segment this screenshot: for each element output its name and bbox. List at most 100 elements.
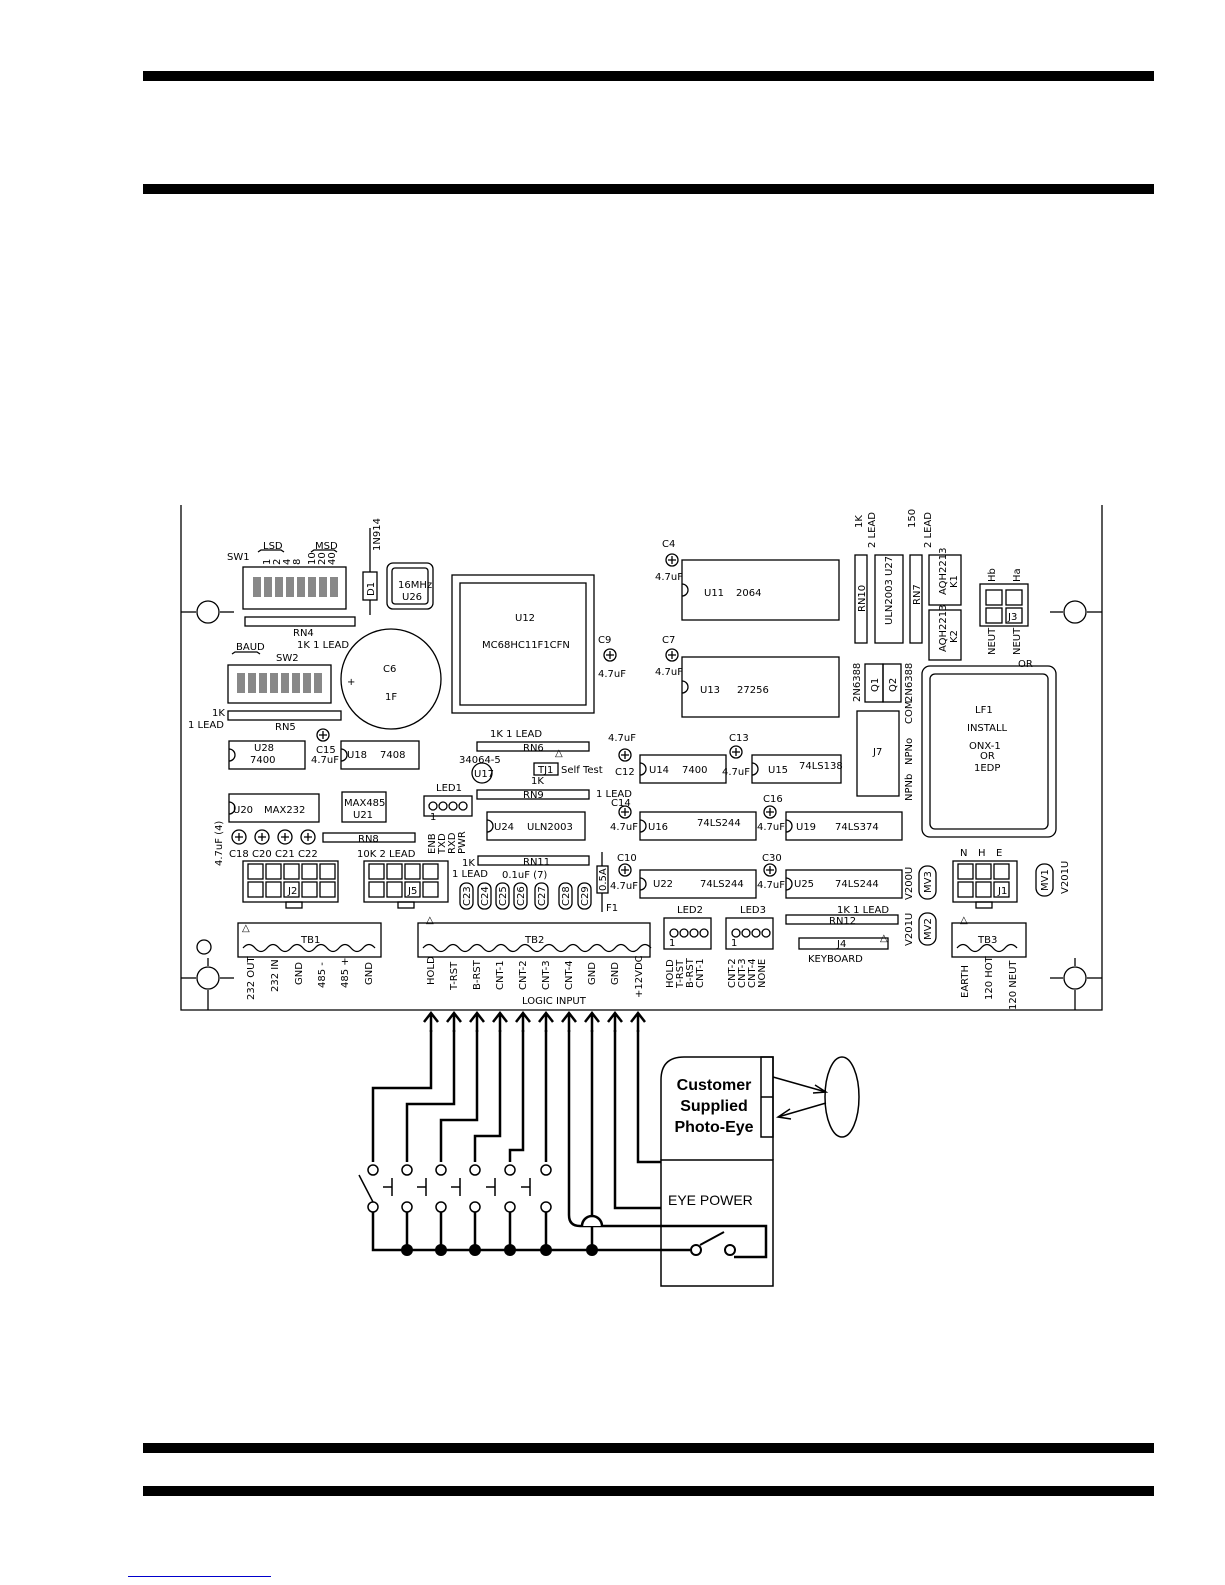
c6-val: 1F	[385, 692, 397, 703]
svg-text:C29: C29	[580, 886, 591, 906]
led1	[423, 795, 473, 817]
svg-text:△: △	[242, 923, 250, 934]
sw1-values: 1 2 4 8 10 20 40	[262, 552, 338, 565]
u13-ic	[681, 656, 840, 718]
c13-val: 4.7uF	[722, 767, 750, 778]
tb3-terminal	[951, 922, 1027, 958]
c16-cap	[763, 805, 777, 819]
u15-ref: U15	[768, 765, 788, 776]
crystal-ref: U26	[402, 592, 422, 603]
rn6-note: 1K 1 LEAD	[490, 729, 542, 740]
c4-ref: C4	[662, 539, 675, 550]
svg-text:C25: C25	[498, 886, 509, 906]
mv1-varistor	[1035, 863, 1054, 897]
svg-text:232 IN: 232 IN	[270, 959, 281, 992]
j3-neut-1: NEUT	[987, 627, 998, 655]
rn8	[322, 832, 416, 843]
svg-text:2: 2	[272, 559, 283, 565]
svg-text:NONE: NONE	[757, 959, 768, 988]
rn6-label: RN6	[523, 743, 544, 754]
c30-cap	[763, 863, 777, 877]
rn4	[244, 616, 356, 627]
j4-ref: J4	[836, 939, 846, 950]
led3-labels: CNT-2 CNT-3 CNT-4 NONE	[727, 958, 768, 988]
photo-eye-title-1: Customer	[677, 1077, 752, 1094]
d1-label: D1	[366, 582, 377, 596]
j3-or: OR	[1018, 659, 1033, 670]
u13-part: 27256	[737, 685, 769, 696]
c20-cap	[254, 829, 270, 845]
c4-val: 4.7uF	[655, 572, 683, 583]
logic-input-caption: LOGIC INPUT	[522, 996, 587, 1007]
svg-text:8: 8	[292, 559, 303, 565]
fuse-val: 0.5A	[598, 868, 609, 891]
u18-ic	[340, 740, 420, 770]
u25-ref: U25	[794, 879, 814, 890]
c14-cap	[618, 805, 632, 819]
c6-ref: C6	[383, 664, 396, 675]
q2	[882, 663, 902, 703]
u28-part: 7400	[250, 755, 275, 766]
led2-labels: HOLD T-RST B-RST CNT-1	[665, 957, 706, 989]
svg-text:C28: C28	[561, 886, 572, 906]
u20-ref: U20	[233, 805, 253, 816]
photo-eye-body	[660, 1056, 774, 1160]
svg-text:GND: GND	[364, 962, 375, 985]
rn12	[785, 914, 899, 925]
j1-e: E	[996, 848, 1002, 859]
c15-ref: C15	[316, 745, 336, 756]
mount-hole	[1063, 600, 1087, 624]
svg-text:C27: C27	[537, 886, 548, 906]
u19-ic	[785, 811, 903, 841]
svg-text:GND: GND	[294, 962, 305, 985]
svg-text:C24: C24	[480, 886, 491, 906]
u17-ref: U17	[474, 769, 494, 780]
rn5	[227, 710, 342, 721]
c9-val: 4.7uF	[598, 669, 626, 680]
j3-neut-2: NEUT	[1012, 627, 1023, 655]
rn10	[854, 554, 868, 644]
u28-ic	[228, 740, 306, 770]
field-wiring	[358, 1010, 768, 1259]
baud-label: BAUD	[236, 642, 265, 653]
c30-ref: C30	[762, 853, 782, 864]
svg-text:485 +: 485 +	[340, 957, 351, 988]
c7-ref: C7	[662, 635, 675, 646]
q1-part: 2N6388	[852, 663, 863, 702]
j1-n: N	[960, 848, 967, 859]
diode-part: 1N914	[372, 518, 383, 551]
j5-pins	[368, 863, 439, 898]
k1-relay	[928, 554, 962, 606]
svg-text:B-RST: B-RST	[472, 959, 483, 990]
j4-keyboard-header	[798, 937, 889, 950]
j2-pins	[247, 863, 336, 898]
j1-h: H	[978, 848, 986, 859]
u22-ref: U22	[653, 879, 673, 890]
small-caps-val: 0.1uF (7)	[502, 870, 547, 881]
c15-val: 4.7uF	[311, 755, 339, 766]
c7-cap	[665, 648, 679, 662]
u16-ref: U16	[648, 822, 668, 833]
mount-hole	[196, 966, 220, 990]
rn12-label: RN12	[829, 916, 856, 927]
j3-ha: Ha	[1012, 568, 1023, 582]
svg-text:CNT-3: CNT-3	[541, 960, 552, 990]
rn11-label: RN11	[523, 857, 550, 868]
svg-text:1: 1	[262, 559, 273, 565]
c10-ref: C10	[617, 853, 637, 864]
led2-ref: LED2	[677, 905, 703, 916]
footer-link-underline	[128, 1576, 271, 1577]
svg-text:20: 20	[317, 552, 328, 565]
rn7	[909, 554, 923, 644]
k1-part: AQH2213	[938, 547, 949, 595]
led3	[725, 917, 774, 950]
svg-text:EARTH: EARTH	[960, 965, 971, 998]
led2-pin: 1	[669, 938, 675, 949]
svg-text:B-RST: B-RST	[685, 957, 696, 988]
eye-power-label: EYE POWER	[668, 1192, 753, 1208]
v201-top-label: V201U	[1060, 861, 1071, 894]
svg-text:C20: C20	[252, 849, 272, 860]
v201-label: V201U	[904, 913, 915, 946]
rn7-label: RN7	[912, 584, 923, 605]
